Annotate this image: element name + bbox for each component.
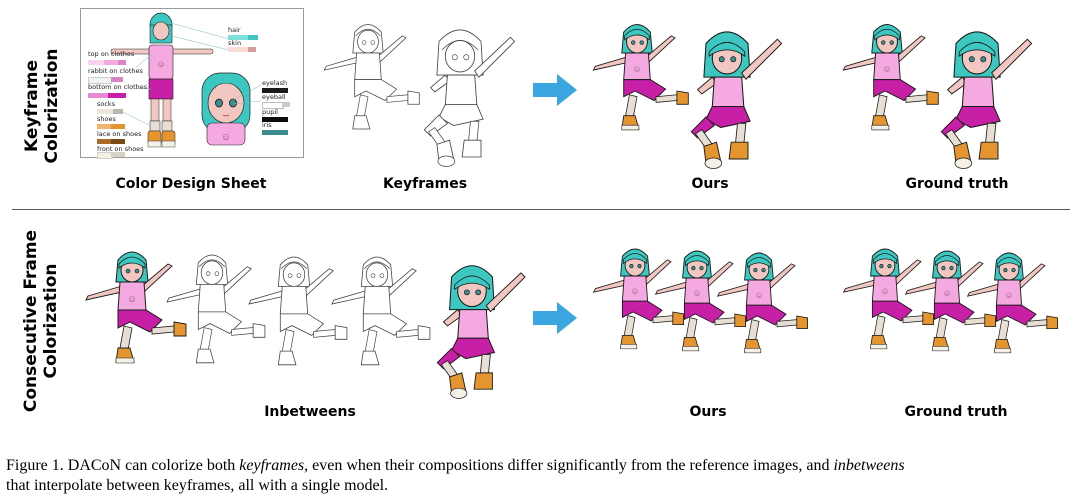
row-label-consecutive-line1: Consecutive Frame <box>21 229 41 413</box>
label-keyframes: Keyframes <box>382 176 468 192</box>
swatch-shoes <box>97 124 111 129</box>
swatch-bottom <box>88 93 108 98</box>
swatch-lace-2 <box>111 139 125 144</box>
inbetween-start-keyframe <box>85 251 187 364</box>
label-eyeball: eyeball <box>262 93 286 101</box>
caption-middle: , even when their compositions differ si… <box>304 457 834 474</box>
tpose-bottom <box>148 78 174 100</box>
caption-line-1: Figure 1. DACoN can colorize both keyfra… <box>6 456 1076 476</box>
swatch-top-2 <box>104 60 118 65</box>
swatch-socks-2 <box>113 109 123 114</box>
gt-keyframe-1 <box>842 24 939 131</box>
label-iris: iris <box>262 121 272 129</box>
arrow-bottom <box>533 302 577 334</box>
t-pose-character: ☺ ☺ <box>110 12 262 148</box>
label-bottom-on-clothes: bottom on clothes <box>88 83 148 91</box>
gt-keyframe-2 <box>940 31 1033 169</box>
label-top-on-clothes: top on clothes <box>88 50 135 58</box>
swatch-eyelash <box>262 88 288 93</box>
figure-caption: Figure 1. DACoN can colorize both keyfra… <box>6 456 1076 496</box>
tpose-arm-right <box>170 48 214 55</box>
inbetween-1 <box>166 254 266 364</box>
inbetweens-sequence <box>85 251 526 399</box>
gt-inbetween-2 <box>905 250 997 352</box>
swatch-iris <box>262 130 288 135</box>
keyframe-2-lineart <box>423 29 516 167</box>
ours-keyframe-1 <box>592 24 689 131</box>
inbetween-3 <box>331 256 431 366</box>
caption-line-2: that interpolate between keyframes, all … <box>6 477 389 494</box>
swatch-hair <box>228 35 248 40</box>
label-front-on-shoes: front on shoes <box>97 145 144 153</box>
swatch-skin <box>228 47 248 52</box>
portrait-shirt <box>206 122 246 146</box>
row-label-keyframe-line1: Keyframe <box>22 60 42 152</box>
label-eyelash: eyelash <box>262 79 288 87</box>
swatch-pupil <box>262 117 288 122</box>
label-ours-top: Ours <box>691 176 729 192</box>
ours-keyframe-2 <box>690 31 783 169</box>
label-skin: skin <box>228 39 242 47</box>
swatch-top-3 <box>118 60 126 65</box>
ours-inbetween-2 <box>655 250 747 352</box>
swatch-socks <box>97 109 113 114</box>
swatch-front-2 <box>111 152 125 157</box>
ours-inbetweens <box>593 248 809 354</box>
label-inbetweens: Inbetweens <box>264 404 356 420</box>
caption-prefix: Figure 1. DACoN can colorize both <box>6 457 240 474</box>
keyframe-1-lineart <box>323 24 420 130</box>
inbetween-2 <box>248 256 348 366</box>
row-label-consecutive-line2: Colorization <box>41 263 61 379</box>
caption-keyframes: keyframes <box>239 457 305 474</box>
label-lace-on-shoes: lace on shoes <box>97 130 142 138</box>
row-label-keyframe-line2: Colorization <box>42 48 62 164</box>
inbetween-end-keyframe <box>436 265 526 399</box>
arrow-top <box>533 74 577 106</box>
row-label-keyframe: Keyframe Colorization <box>22 26 64 186</box>
label-rabbit-on-clothes: rabbit on clothes <box>88 67 143 75</box>
label-ours-bottom: Ours <box>689 404 727 420</box>
keyframes-lineart <box>323 24 516 167</box>
swatch-top <box>88 60 104 65</box>
label-color-design-sheet: Color Design Sheet <box>115 176 267 192</box>
tpose-face <box>152 21 170 41</box>
svg-text:☺: ☺ <box>156 59 165 69</box>
label-ground-truth-bottom: Ground truth <box>904 404 1008 420</box>
row-label-consecutive: Consecutive Frame Colorization <box>21 226 63 416</box>
ground-truth-keyframes <box>842 24 1033 169</box>
swatch-lace <box>97 139 111 144</box>
ground-truth-inbetweens <box>843 248 1059 354</box>
gt-inbetween-1 <box>843 248 935 350</box>
label-ground-truth-top: Ground truth <box>905 176 1009 192</box>
section-divider <box>12 209 1070 210</box>
swatch-eyeball-2 <box>282 102 290 107</box>
label-hair: hair <box>228 26 241 34</box>
svg-text:☺: ☺ <box>221 132 231 143</box>
caption-inbetweens: inbetweens <box>833 457 905 474</box>
portrait-face <box>207 82 245 124</box>
swatch-hair-2 <box>248 35 258 40</box>
label-socks: socks <box>97 100 116 108</box>
ours-inbetween-3 <box>717 252 809 354</box>
label-shoes: shoes <box>97 115 116 123</box>
ours-inbetween-1 <box>593 248 685 350</box>
gt-inbetween-3 <box>967 252 1059 354</box>
ours-keyframes <box>592 24 783 169</box>
swatch-rabbit-2 <box>111 77 123 82</box>
swatch-shoes-2 <box>111 124 125 129</box>
swatch-bottom-2 <box>108 93 126 98</box>
color-design-sheet: ☺ ☺ <box>80 8 304 159</box>
swatch-skin-2 <box>248 47 256 52</box>
label-pupil: pupil <box>262 108 278 116</box>
